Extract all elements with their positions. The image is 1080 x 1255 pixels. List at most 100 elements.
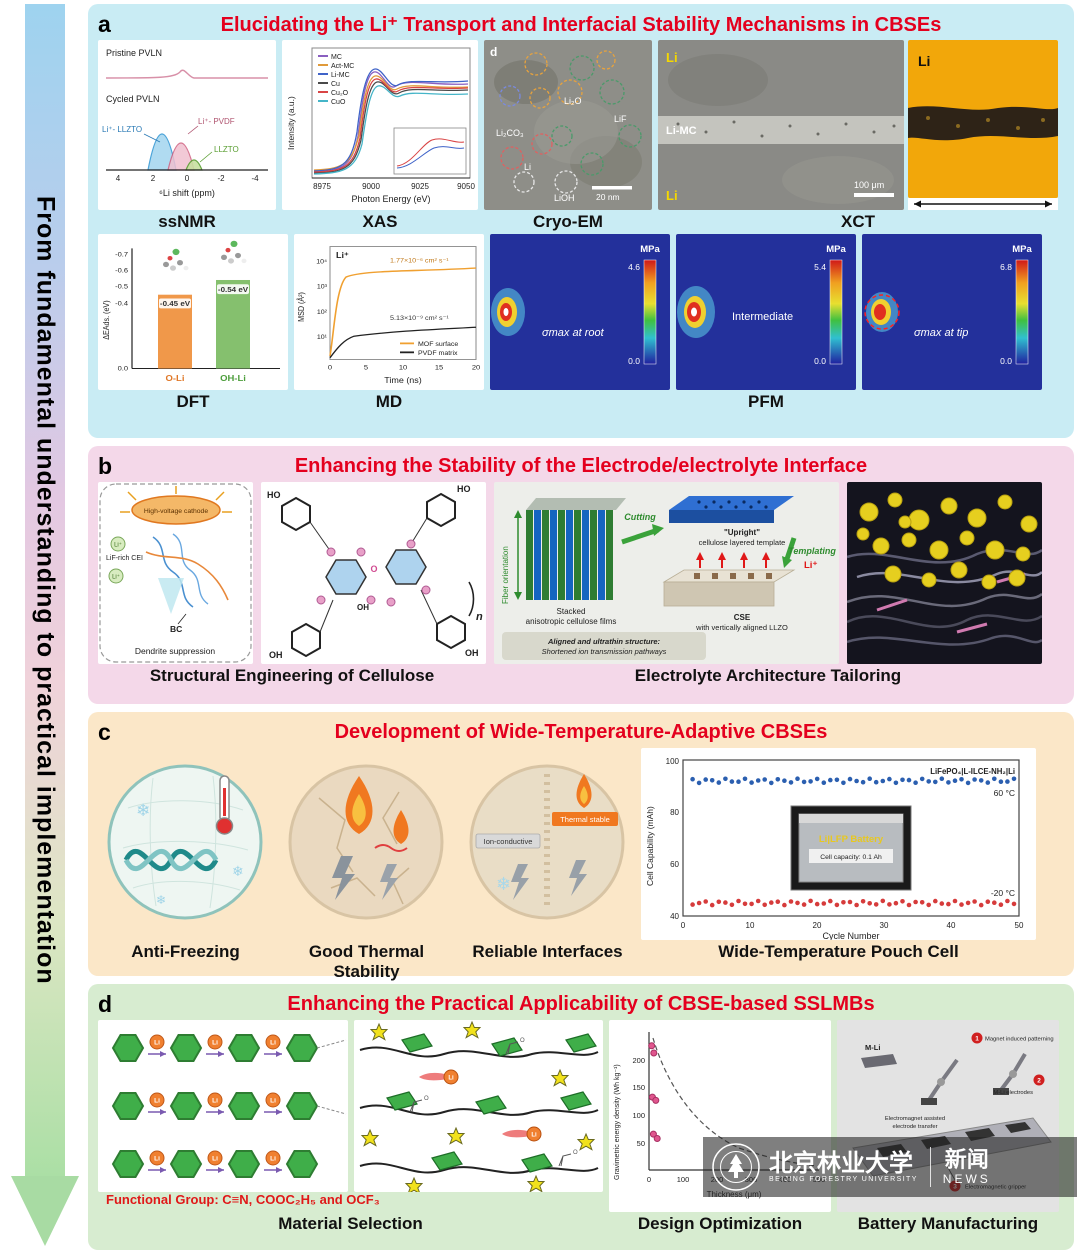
cryoem-label-li2co3: Li₂CO₃ (496, 128, 524, 138)
pc-ytick-3: 40 (670, 912, 679, 921)
md-xtick-0: 0 (328, 364, 332, 372)
pfm3-unit: MPa (1012, 244, 1032, 255)
cryoem-shade-3 (534, 100, 618, 164)
pc-xtick-4: 40 (947, 921, 956, 930)
md-legend-1: PVDF matrix (418, 350, 458, 357)
cse-slab (662, 552, 796, 607)
xas-xtick-1: 9000 (362, 182, 380, 191)
pfm-panel-intermediate: Intermediate MPa 5.4 0.0 (676, 234, 856, 390)
panel-b-row: High-voltage cathode Li⁺ Li⁺ LiF-rich CE… (98, 482, 1064, 664)
pc-cell-label: LiFePO₄|L-ILCE-NH₂|Li (930, 767, 1015, 776)
xct-shade-1 (668, 54, 768, 106)
cycling-series-0 (690, 776, 1017, 786)
robot-arm-1-gripper (921, 1098, 937, 1105)
dft-xlabel-0: O-Li (166, 373, 185, 382)
dft-xlabel-1: OH-Li (220, 373, 246, 382)
oxygen-atoms (316, 539, 431, 607)
robot-arm-2-joint (1009, 1070, 1017, 1078)
gradient-arrow: From fundamental understanding to practi… (10, 4, 80, 1252)
caption-xas: XAS (362, 212, 398, 231)
xas-legend-3: Cu (331, 81, 340, 88)
functional-group-label: Functional Group: C≡N, COOC₂H₅ and OCF₃ (106, 1192, 380, 1207)
ssnmr-ann-llzto: LLZTO (214, 145, 239, 154)
xas-curve-1 (313, 75, 469, 171)
panel-a-row2: ΔEAds. (eV) -0.7 -0.6 -0.5 -0.4 0.0 -0.4… (98, 234, 1064, 390)
ssnmr-cycled-label: Cycled PVLN (106, 94, 160, 104)
ssnmr-pristine-label: Pristine PVLN (106, 48, 162, 58)
n-subscript: n (476, 611, 483, 623)
thermal-stable-chip (552, 812, 618, 826)
hexagons (111, 1034, 319, 1178)
dft-figure: ΔEAds. (eV) -0.7 -0.6 -0.5 -0.4 0.0 -0.4… (98, 234, 288, 390)
watermark-divider (929, 1147, 931, 1187)
li-hop-label: Li (154, 1156, 160, 1163)
pouch-cell-chart: Cell Capability (mAh) 100 80 60 40 0 10 … (641, 748, 1036, 940)
cryoem-circle-blue (499, 85, 521, 107)
cse-li-label: Li⁺ (804, 560, 817, 571)
ri-lightning-1 (511, 864, 529, 900)
xas-legend-4: Cu₂O (331, 90, 349, 97)
oh-center: OH (357, 603, 369, 612)
thermometer-icon (215, 775, 234, 835)
xct-cross-section: Li Li-MC Li 100 μm (658, 40, 904, 210)
caption-structural-engineering: Structural Engineering of Cellulose (149, 666, 435, 685)
li-hop-label: Li (270, 1156, 276, 1163)
architecture-diagram: Fiber orientation Stacked anisotro (494, 482, 839, 664)
panel-a-letter: a (98, 10, 111, 37)
caption-xct: XCT (841, 212, 875, 231)
md-xtick-3: 15 (435, 364, 443, 372)
dft-ytick-2: -0.5 (115, 283, 128, 291)
caption-ssnmr: ssNMR (158, 212, 216, 231)
flame-small (393, 810, 409, 844)
pfm-figure: σmax at root MPa 4.6 0.0 (490, 234, 1042, 390)
cryoem-label-li2o: Li₂O (564, 96, 582, 106)
cutting-label: Cutting (624, 512, 656, 522)
cse-label-1: CSE (734, 613, 751, 622)
templating-label: Templating (788, 546, 836, 556)
arrow-text-label: From fundamental understanding to practi… (31, 195, 60, 985)
panel-c-letter: c (98, 718, 111, 745)
university-name-en: BEIJING FORESTRY UNIVERSITY (769, 1175, 918, 1183)
cryoem-circles-orange (524, 50, 616, 109)
pfm3-max: 6.8 (1000, 262, 1012, 272)
li-hop-label: Li (212, 1098, 218, 1105)
ri-flame-inner (580, 786, 588, 804)
thermal-stable-label: Thermal stable (560, 815, 610, 824)
pfm1-label: σmax at root (542, 327, 605, 339)
pfm1-unit: MPa (640, 244, 660, 255)
functional-polymer-schematic: Li Li O O O (354, 1020, 603, 1192)
dft-ytick-0: -0.7 (115, 251, 128, 259)
panel-b: b Enhancing the Stability of the Electro… (88, 446, 1074, 704)
xas-xtick-3: 9050 (457, 182, 475, 191)
robot-arm-2-gripper (993, 1088, 1009, 1095)
caption-anti-freezing: Anti-Freezing (131, 942, 240, 961)
dft-molecule-1 (163, 248, 189, 271)
pc-xtick-2: 20 (813, 921, 822, 930)
caption-material-selection: Material Selection (278, 1214, 423, 1233)
badge-2 (1033, 1074, 1045, 1086)
li-ion-2-label: Li⁺ (112, 574, 120, 581)
dft-bar-1-label: -0.54 eV (218, 285, 248, 293)
snowflake-icon: ❄ (156, 893, 166, 907)
md-ytick-2: 10³ (317, 284, 328, 291)
polymer-chain-blue-2 (172, 533, 209, 605)
cathode-rays (120, 486, 232, 513)
news-badge: 新闻 NEWS (943, 1148, 991, 1186)
af-net (122, 775, 249, 909)
panel-d-head: d Enhancing the Practical Applicability … (98, 988, 1064, 1020)
md-xtick-2: 10 (399, 364, 407, 372)
dft-bar-1 (216, 279, 250, 369)
note-line-2: Shortened ion transmission pathways (542, 647, 667, 656)
step-3-label-1: Electromagnet assisted (885, 1116, 945, 1122)
reliable-interfaces-icon: Ion-conductive Thermal stable ❄ (469, 764, 625, 920)
li-hop-label: Li (154, 1098, 160, 1105)
pfm2-unit: MPa (826, 244, 846, 255)
watermark-bar: 北京林业大学 BEIJING FORESTRY UNIVERSITY 新闻 NE… (703, 1137, 1077, 1197)
ts-heat-squiggle (374, 844, 408, 852)
xas-legend: MC Act-MC Li-MC Cu Cu₂O CuO (318, 54, 354, 106)
pfm2-colorbar (829, 259, 843, 365)
pfm1-colorbar (643, 259, 657, 365)
cryoem-circles-green (551, 55, 642, 176)
ho-top-left: HO (267, 490, 281, 500)
pc-ytick-0: 100 (666, 757, 680, 766)
